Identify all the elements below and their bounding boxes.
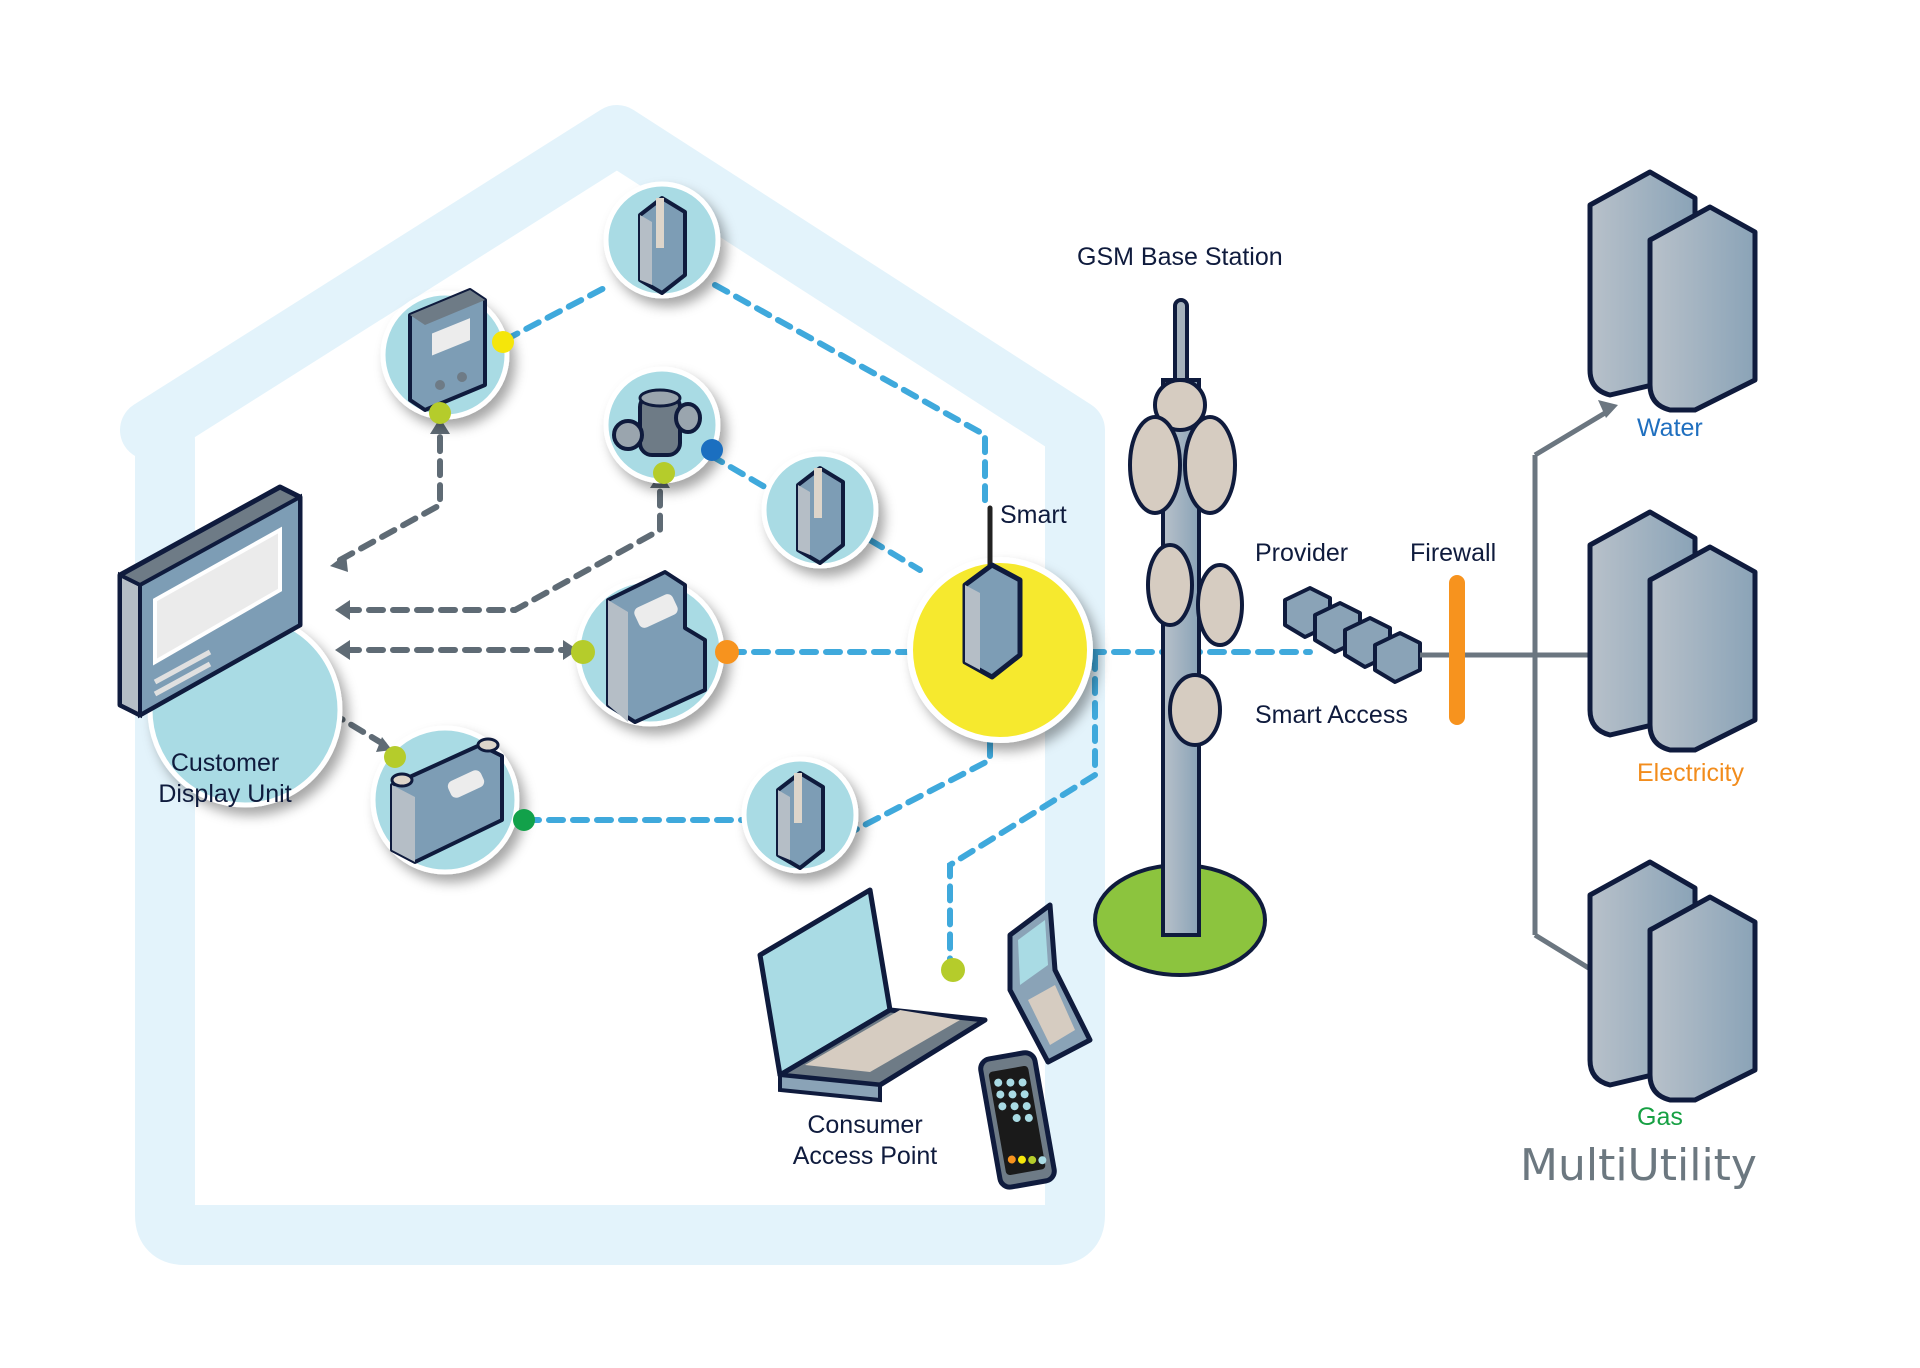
provider-smart-access[interactable] (1283, 586, 1422, 684)
link-top-hub-to-smart (712, 282, 988, 513)
gsm-base-station-label: GSM Base Station (1077, 243, 1283, 271)
bottom-hub[interactable] (741, 756, 859, 874)
label-line: Display Unit (158, 780, 292, 808)
server-water[interactable] (1587, 169, 1758, 413)
status-dot-green (513, 809, 535, 831)
smart-label: Smart (1000, 501, 1067, 529)
arrow-icon (335, 640, 350, 660)
link-display-to-meter (337, 422, 443, 563)
status-dot-orange (715, 640, 739, 664)
status-dot-lime (941, 958, 965, 982)
smart-access-label: Smart Access (1255, 701, 1408, 729)
firewall-label: Firewall (1410, 539, 1497, 567)
arrow-icon (335, 600, 350, 620)
status-dot-yellow (492, 331, 514, 353)
arrow-icon (330, 554, 348, 572)
status-dot-lime (384, 746, 406, 768)
label-line: Access Point (792, 1142, 938, 1170)
link-smart-to-consumer (947, 652, 1098, 968)
link-valve-to-mid-hub (707, 452, 773, 493)
utility-label-electricity: Electricity (1637, 759, 1744, 787)
label-line: Consumer (807, 1111, 923, 1139)
house-outline (120, 105, 1105, 1265)
middle-hub[interactable] (761, 451, 879, 569)
link-meter-to-top-hub (502, 282, 613, 343)
consumer-access-point-label: Consumer Access Point (770, 1110, 960, 1172)
meter-device[interactable] (380, 288, 514, 424)
provider-label: Provider (1255, 539, 1349, 567)
display-screen (153, 526, 282, 666)
tablet-icon[interactable] (1007, 902, 1093, 1065)
arrow-icon (376, 737, 392, 752)
arrow-icon (430, 418, 450, 434)
status-dot-lime (653, 462, 675, 484)
label-line: Customer (170, 749, 280, 777)
gas-meter[interactable] (370, 725, 535, 875)
multiutility-title: MultiUtility (1520, 1140, 1757, 1191)
status-dot-lime (571, 640, 595, 664)
electricity-meter[interactable] (571, 570, 739, 727)
arrow-icon (563, 640, 578, 660)
gsm-tower[interactable] (1093, 298, 1267, 977)
utility-label-gas: Gas (1637, 1103, 1683, 1131)
phone-icon[interactable] (978, 1050, 1057, 1190)
status-dot-lime (429, 402, 451, 424)
top-hub[interactable] (603, 181, 721, 299)
server-gas[interactable] (1587, 859, 1758, 1103)
server-electricity[interactable] (1587, 509, 1758, 753)
smart-hub[interactable] (907, 505, 1093, 743)
status-dot-blue (701, 439, 723, 461)
customer-display-label: Customer Display Unit (130, 748, 320, 810)
link-mid-hub-to-smart (867, 537, 923, 573)
valve-device[interactable] (603, 366, 723, 484)
laptop-icon[interactable] (757, 887, 988, 1103)
link-smart-to-bottom-hub (852, 739, 993, 833)
customer-display-unit[interactable] (117, 484, 343, 808)
link-display-to-valve (342, 477, 663, 613)
utility-label-water: Water (1637, 414, 1703, 442)
firewall-bar (1449, 575, 1465, 725)
